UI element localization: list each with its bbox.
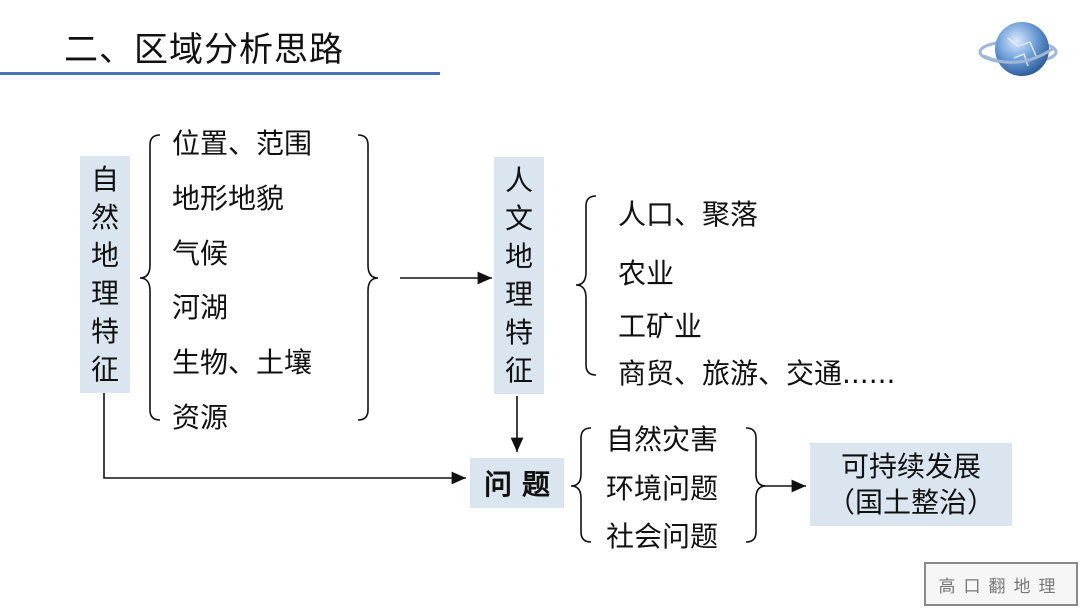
problem-left-brace [570, 427, 592, 543]
goal-line-2: （国土整治） [826, 485, 995, 519]
watermark-stamp: 高口翻地理 [924, 562, 1078, 606]
natural-right-brace [357, 134, 379, 421]
natural-char: 特 [90, 314, 119, 348]
human-char: 人 [504, 163, 533, 197]
goal-line-1: 可持续发展 [840, 449, 981, 483]
human-item: 农业 [618, 257, 675, 290]
natural-features-box: 自 然 地 理 特 征 [80, 156, 130, 393]
natural-item: 河湖 [172, 291, 229, 324]
page-title: 二、区域分析思路 [64, 30, 344, 70]
human-item: 商贸、旅游、交通...... [618, 357, 896, 390]
human-char: 地 [504, 239, 533, 273]
natural-item: 气候 [172, 237, 229, 270]
problem-label: 问题 [483, 468, 560, 501]
natural-item: 地形地貌 [172, 182, 285, 215]
globe-icon [978, 16, 1058, 90]
human-item: 人口、聚落 [618, 198, 759, 231]
human-char: 特 [504, 315, 533, 349]
natural-char: 理 [90, 276, 119, 310]
problem-box: 问题 [470, 458, 564, 508]
natural-item: 生物、土壤 [172, 346, 313, 379]
title-underline [0, 72, 440, 75]
arrow-natural-to-problem [103, 393, 466, 485]
human-char: 文 [504, 201, 533, 235]
natural-char: 征 [90, 352, 119, 386]
human-left-brace [575, 195, 597, 376]
natural-item: 资源 [172, 401, 229, 434]
problem-item: 环境问题 [606, 472, 719, 505]
problem-right-brace [745, 427, 767, 543]
natural-char: 地 [90, 238, 119, 272]
natural-item: 位置、范围 [172, 127, 313, 160]
natural-char: 然 [90, 200, 119, 234]
human-item: 工矿业 [618, 310, 703, 343]
human-char: 征 [504, 353, 533, 387]
sustainable-development-box: 可持续发展 （国土整治） [810, 443, 1012, 526]
human-features-box: 人 文 地 理 特 征 [494, 157, 544, 394]
natural-char: 自 [90, 162, 119, 196]
problem-item: 自然灾害 [606, 423, 719, 456]
problem-item: 社会问题 [606, 520, 719, 553]
natural-left-brace [139, 134, 161, 421]
human-char: 理 [504, 277, 533, 311]
